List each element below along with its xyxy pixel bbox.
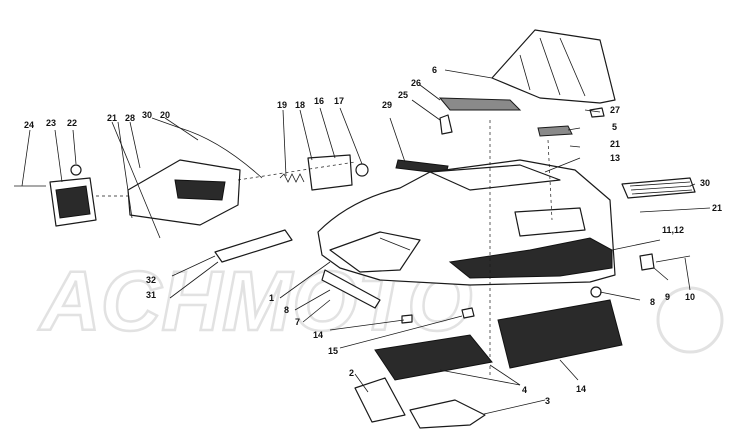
callout-6: 6 — [432, 65, 437, 75]
grommet-8 — [590, 286, 602, 298]
floor-panel-4 — [374, 334, 493, 381]
windshield — [491, 29, 616, 104]
callout-21-b: 21 — [712, 203, 722, 213]
callout-26: 26 — [411, 78, 421, 88]
bracket-5 — [537, 125, 573, 137]
callout-23: 23 — [46, 118, 56, 128]
callout-14-b: 14 — [576, 384, 586, 394]
duct-3 — [409, 399, 486, 429]
lower-trim-7 — [321, 269, 381, 309]
callout-10: 10 — [685, 292, 695, 302]
clip-27 — [589, 107, 605, 118]
callout-32: 32 — [146, 275, 156, 285]
callout-21-a: 21 — [107, 113, 117, 123]
clip-15 — [461, 307, 475, 319]
pin-10 — [655, 255, 691, 263]
headlight — [14, 164, 97, 227]
nut-17 — [355, 163, 369, 177]
callout-31: 31 — [146, 290, 156, 300]
cable-20 — [179, 127, 263, 179]
callout-16: 16 — [314, 96, 324, 106]
windshield-bracket — [438, 97, 522, 111]
trim-strip-31 — [214, 229, 293, 263]
callout-9: 9 — [665, 292, 670, 302]
instrument-plate — [307, 154, 353, 191]
callout-30-b: 30 — [700, 178, 710, 188]
clip-14 — [401, 314, 413, 324]
spring-19 — [279, 173, 305, 183]
callout-13: 13 — [610, 153, 620, 163]
callout-20: 20 — [160, 110, 170, 120]
grille-30 — [621, 177, 696, 199]
callout-25: 25 — [398, 90, 408, 100]
hood — [317, 159, 616, 286]
callout-30-a: 30 — [142, 110, 152, 120]
console-28 — [127, 159, 241, 226]
callout-19: 19 — [277, 100, 287, 110]
callout-17: 17 — [334, 96, 344, 106]
callout-22: 22 — [67, 118, 77, 128]
callout-15: 15 — [328, 346, 338, 356]
callout-1: 1 — [269, 293, 274, 303]
side-panel-14 — [497, 299, 623, 369]
callout-3: 3 — [545, 396, 550, 406]
callout-8-b: 8 — [650, 297, 655, 307]
callout-24: 24 — [24, 120, 34, 130]
bracket-25 — [439, 114, 453, 135]
callout-5: 5 — [612, 122, 617, 132]
callout-14-a: 14 — [313, 330, 323, 340]
callout-7: 7 — [295, 317, 300, 327]
callout-28: 28 — [125, 113, 135, 123]
callout-27: 27 — [610, 105, 620, 115]
bracket-2 — [354, 377, 406, 423]
callout-2: 2 — [349, 368, 354, 378]
latch-9 — [639, 253, 655, 271]
callout-18: 18 — [295, 100, 305, 110]
callout-8-a: 8 — [284, 305, 289, 315]
callout-4: 4 — [522, 385, 527, 395]
callout-11-12: 11,12 — [662, 225, 684, 235]
callout-21-c: 21 — [610, 139, 620, 149]
callout-29: 29 — [382, 100, 392, 110]
